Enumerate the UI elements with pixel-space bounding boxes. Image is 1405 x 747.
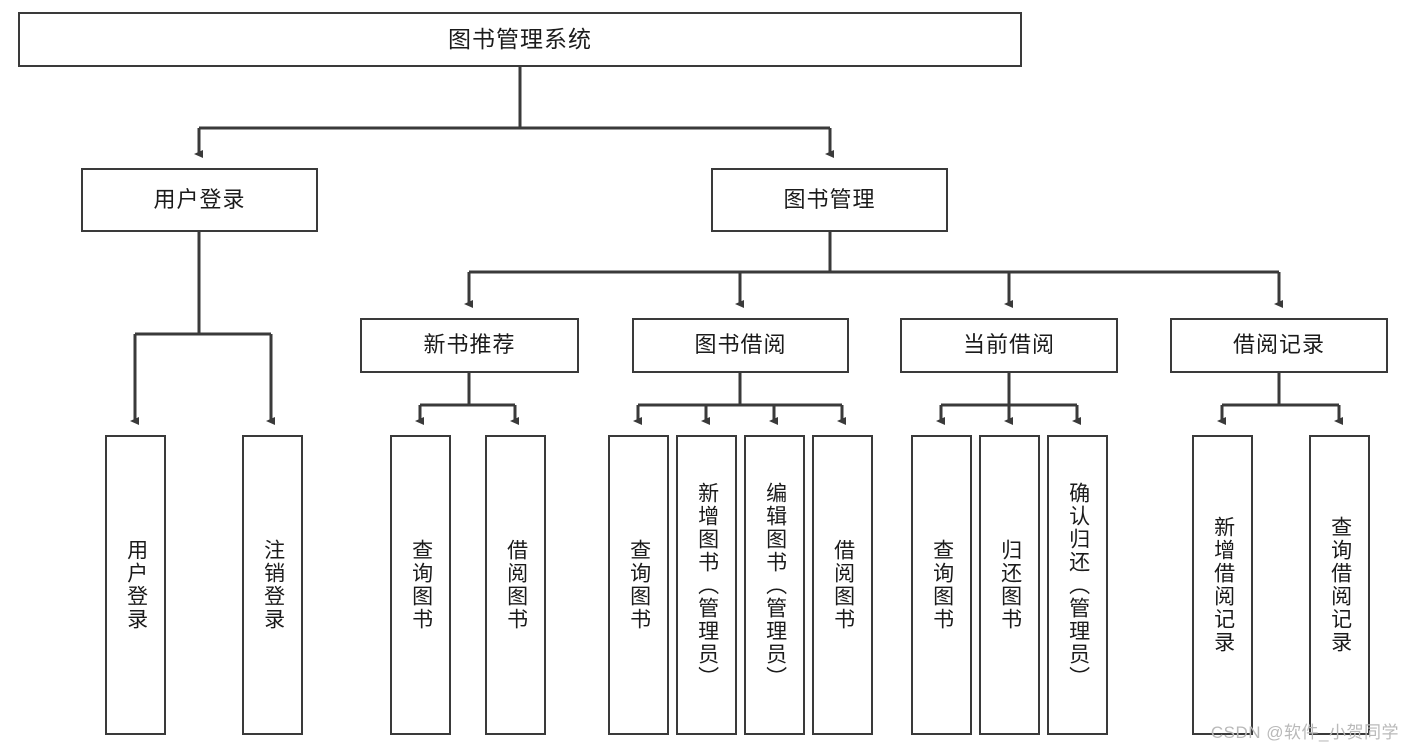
leaf-borrow-book-1-label: 借阅图书 [504,539,528,631]
node-root-label: 图书管理系统 [448,25,592,52]
leaf-logout-login-label: 注销登录 [261,539,285,631]
node-root[interactable]: 图书管理系统 [18,12,1022,67]
leaf-confirm-return[interactable]: 确认归还（管理员） [1047,435,1108,735]
leaf-add-record[interactable]: 新增借阅记录 [1192,435,1253,735]
leaf-logout-login[interactable]: 注销登录 [242,435,303,735]
node-book-management[interactable]: 图书管理 [711,168,948,232]
leaf-query-book-3[interactable]: 查询图书 [911,435,972,735]
leaf-return-book[interactable]: 归还图书 [979,435,1040,735]
leaf-user-login-label: 用户登录 [124,539,148,631]
leaf-query-book-2-label: 查询图书 [627,539,651,631]
leaf-add-book[interactable]: 新增图书（管理员） [676,435,737,735]
node-book-borrow-label: 图书借阅 [694,332,787,358]
leaf-query-record-label: 查询借阅记录 [1328,516,1352,654]
leaf-edit-book-label: 编辑图书（管理员） [763,481,787,689]
leaf-query-book-2[interactable]: 查询图书 [608,435,669,735]
leaf-borrow-book-2[interactable]: 借阅图书 [812,435,873,735]
leaf-edit-book[interactable]: 编辑图书（管理员） [744,435,805,735]
leaf-query-record[interactable]: 查询借阅记录 [1309,435,1370,735]
leaf-query-book-1-label: 查询图书 [409,539,433,631]
leaf-add-record-label: 新增借阅记录 [1211,516,1235,654]
node-user-login-label: 用户登录 [153,186,246,212]
node-current-borrow-label: 当前借阅 [962,332,1055,358]
leaf-query-book-1[interactable]: 查询图书 [390,435,451,735]
leaf-query-book-3-label: 查询图书 [930,539,954,631]
leaf-user-login[interactable]: 用户登录 [105,435,166,735]
leaf-borrow-book-2-label: 借阅图书 [831,539,855,631]
node-book-borrow[interactable]: 图书借阅 [632,318,849,373]
node-current-borrow[interactable]: 当前借阅 [900,318,1118,373]
leaf-borrow-book-1[interactable]: 借阅图书 [485,435,546,735]
node-new-book-recommend[interactable]: 新书推荐 [360,318,579,373]
leaf-return-book-label: 归还图书 [998,539,1022,631]
leaf-confirm-return-label: 确认归还（管理员） [1066,481,1090,689]
node-user-login[interactable]: 用户登录 [81,168,318,232]
leaf-add-book-label: 新增图书（管理员） [695,481,719,689]
node-new-book-recommend-label: 新书推荐 [423,332,516,358]
node-borrow-record-label: 借阅记录 [1232,332,1325,358]
node-borrow-record[interactable]: 借阅记录 [1170,318,1388,373]
node-book-management-label: 图书管理 [783,186,876,212]
